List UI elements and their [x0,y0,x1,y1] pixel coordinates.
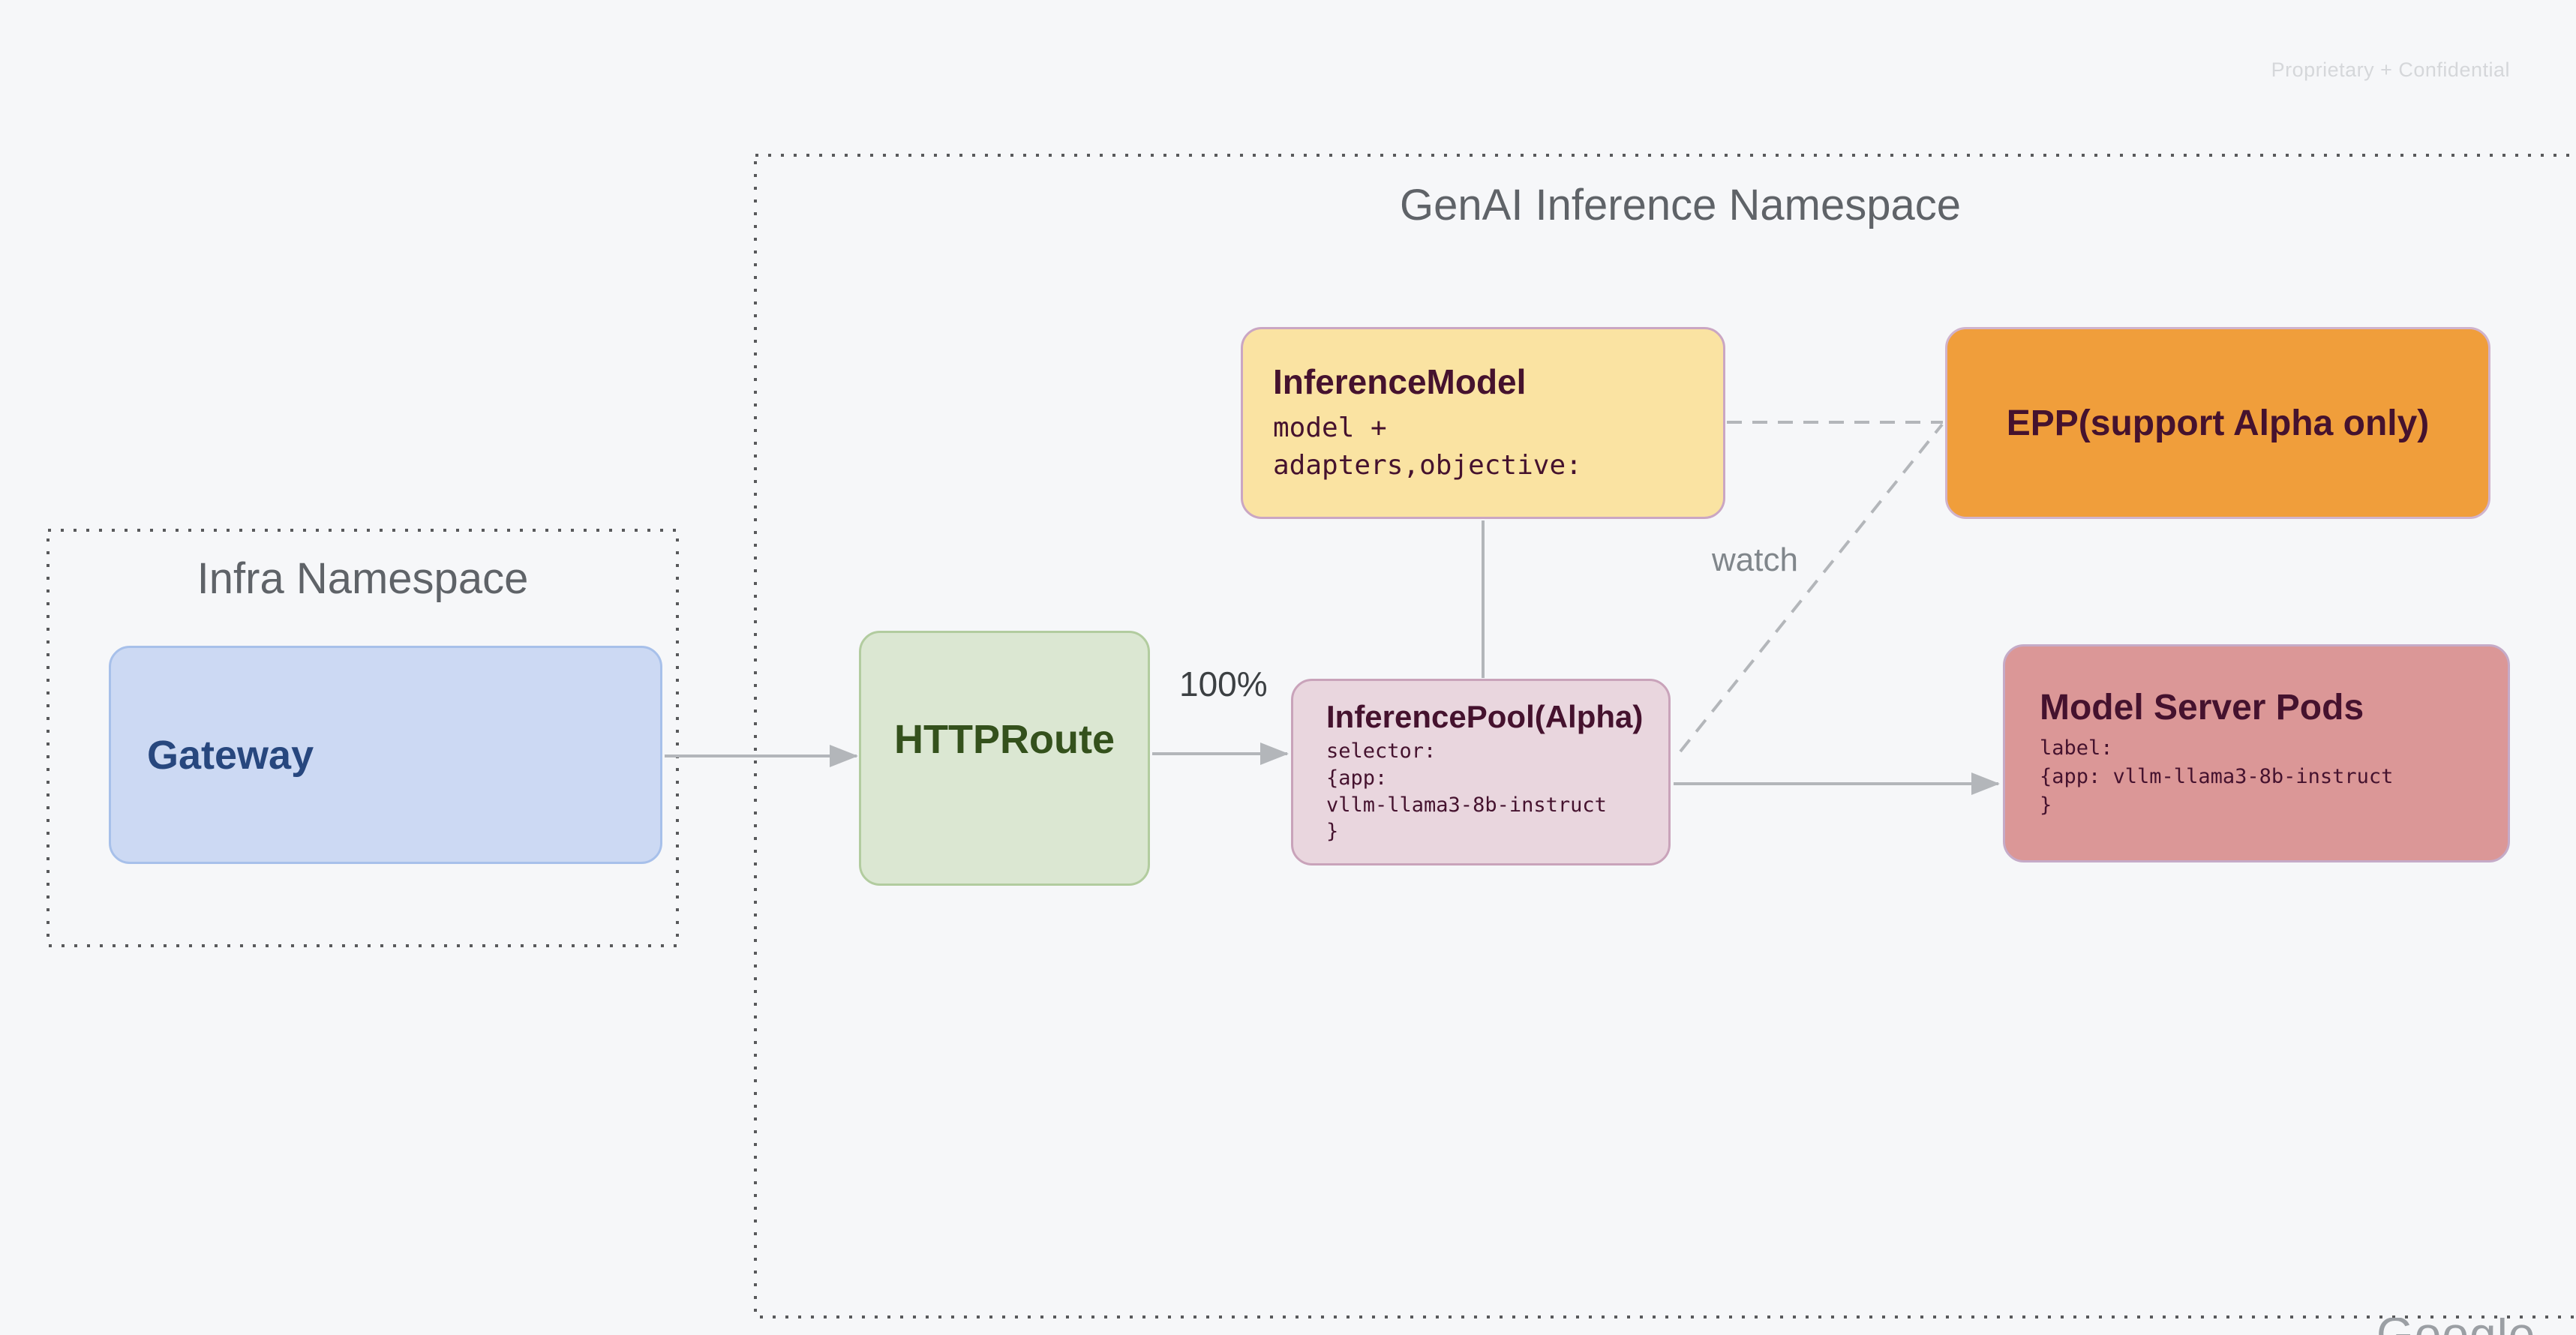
node-inference-pool: InferencePool(Alpha) selector: {app: vll… [1291,679,1671,866]
node-gateway: Gateway [109,646,662,864]
watch-label: watch [1712,542,1798,578]
model-server-pods-title: Model Server Pods [2040,688,2364,728]
model-server-pods-body: label: {app: vllm-llama3-8b-instruct } [2040,736,2394,817]
inference-pool-body: selector: {app: vllm-llama3-8b-instruct … [1326,739,1607,844]
node-model-server-pods: Model Server Pods label: {app: vllm-llam… [2003,644,2510,862]
node-inference-model: InferenceModel model + adapters,objectiv… [1241,327,1725,519]
route-weight-label: 100% [1179,664,1268,704]
epp-title: EPP(support Alpha only) [2006,403,2430,443]
google-logo-text: Google [2376,1318,2556,1335]
httproute-title: HTTPRoute [894,717,1115,762]
inference-model-title: InferenceModel [1273,362,1527,402]
gateway-title: Gateway [147,732,314,778]
inference-pool-title: InferencePool(Alpha) [1326,698,1644,734]
inference-model-body: model + adapters,objective: [1273,412,1582,481]
node-httproute: HTTPRoute [859,631,1150,886]
infra-namespace-title: Infra Namespace [197,554,529,603]
confidential-watermark: Proprietary + Confidential [2271,58,2510,81]
node-epp: EPP(support Alpha only) [1945,327,2490,519]
genai-namespace-title: GenAI Inference Namespace [1400,181,1961,230]
google-logo-partial: Google [2376,1318,2556,1335]
